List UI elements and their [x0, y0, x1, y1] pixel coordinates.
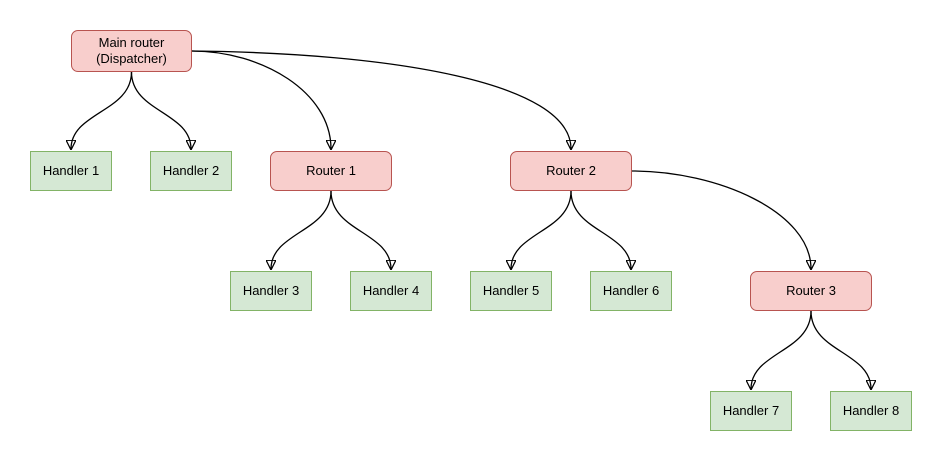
node-handler-4[interactable]: Handler 4	[350, 271, 432, 311]
node-handler-6[interactable]: Handler 6	[590, 271, 672, 311]
edge-router-3-to-handler-7	[751, 310, 812, 389]
edge-main-router-to-handler-2	[130, 71, 192, 149]
edge-router-2-to-handler-6	[570, 190, 631, 269]
edge-router-1-to-handler-3	[271, 190, 332, 269]
edge-main-router-to-handler-1	[71, 71, 133, 149]
node-handler-2[interactable]: Handler 2	[150, 151, 232, 191]
edge-main-router-to-router-2	[191, 50, 571, 149]
node-handler-5[interactable]: Handler 5	[470, 271, 552, 311]
node-handler-3[interactable]: Handler 3	[230, 271, 312, 311]
node-handler-1[interactable]: Handler 1	[30, 151, 112, 191]
node-handler-7[interactable]: Handler 7	[710, 391, 792, 431]
node-main-router[interactable]: Main router (Dispatcher)	[71, 30, 192, 72]
node-router-1[interactable]: Router 1	[270, 151, 392, 191]
node-handler-8[interactable]: Handler 8	[830, 391, 912, 431]
edge-router-1-to-handler-4	[330, 190, 391, 269]
node-router-2[interactable]: Router 2	[510, 151, 632, 191]
edge-router-3-to-handler-8	[810, 310, 871, 389]
edge-router-2-to-handler-5	[511, 190, 572, 269]
edge-router-2-to-router-3	[631, 170, 811, 269]
node-router-3[interactable]: Router 3	[750, 271, 872, 311]
edge-main-router-to-router-1	[191, 50, 331, 149]
